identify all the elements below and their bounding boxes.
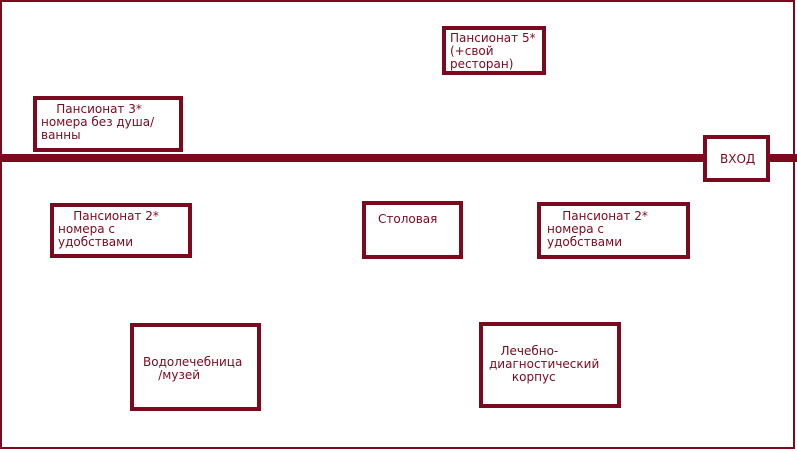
pension-2-star-left-label: Пансионат 2* номера с удобствами bbox=[58, 209, 159, 249]
diagnostic-label: Лечебно- диагностический корпус bbox=[489, 344, 600, 384]
canteen-building: Столовая bbox=[362, 201, 463, 259]
pension-5-star-label: Пансионат 5* (+свой ресторан) bbox=[450, 31, 536, 71]
hydrotherapy-museum-label: Водолечебница /музей bbox=[143, 355, 243, 382]
entrance-label: ВХОД bbox=[720, 152, 756, 166]
pension-3-star-label: Пансионат 3* номера без душа/ ванны bbox=[41, 102, 155, 142]
entrance-box: ВХОД bbox=[703, 135, 770, 182]
pension-3-star-building: Пансионат 3* номера без душа/ ванны bbox=[33, 96, 183, 152]
pension-2-star-right-building: Пансионат 2* номера с удобствами bbox=[537, 202, 690, 259]
pension-2-star-right-label: Пансионат 2* номера с удобствами bbox=[547, 209, 648, 249]
hydrotherapy-museum-building: Водолечебница /музей bbox=[130, 323, 261, 411]
pension-2-star-left-building: Пансионат 2* номера с удобствами bbox=[50, 203, 192, 258]
pension-5-star-building: Пансионат 5* (+свой ресторан) bbox=[442, 26, 546, 75]
main-road bbox=[0, 154, 797, 162]
diagnostic-building: Лечебно- диагностический корпус bbox=[479, 322, 621, 408]
canteen-label: Столовая bbox=[378, 212, 438, 226]
